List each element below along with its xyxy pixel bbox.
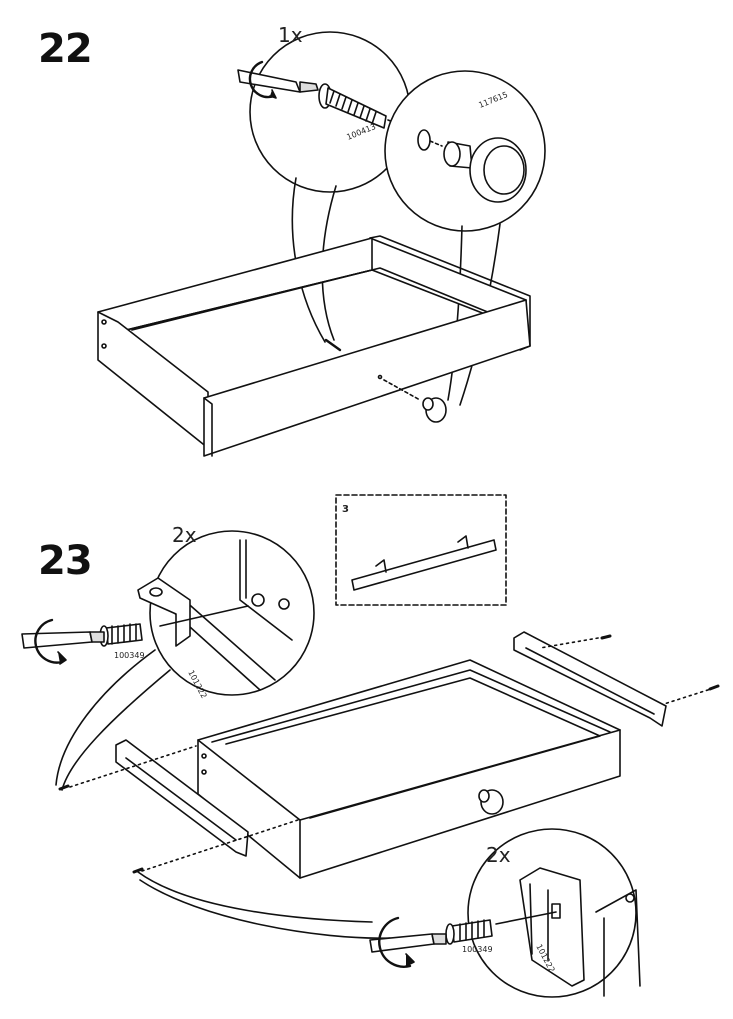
step-23-screw-part-bottom: 100349 xyxy=(462,945,493,954)
bracket-detail-callout-bottom xyxy=(137,828,641,998)
drawer-box xyxy=(97,235,531,457)
step-23-quantity-bottom: 2x xyxy=(486,843,511,867)
knob-icon xyxy=(443,137,527,203)
page-reference-box xyxy=(335,494,507,606)
step-23-screw-part-top: 100349 xyxy=(114,651,145,660)
page-reference-number: 3 xyxy=(342,504,349,515)
screw-detail-callout xyxy=(237,31,413,343)
step-23-quantity-top: 2x xyxy=(172,523,197,547)
screwdriver-icon xyxy=(237,60,319,99)
step-22-number: 22 xyxy=(38,26,93,72)
screw-icon xyxy=(318,83,387,129)
bracket-detail-callout-top xyxy=(21,530,315,791)
drawer-box-with-rails xyxy=(58,631,720,879)
knob-detail-callout xyxy=(384,70,546,406)
step-22-quantity: 1x xyxy=(278,23,303,47)
step-23-number: 23 xyxy=(38,538,93,584)
